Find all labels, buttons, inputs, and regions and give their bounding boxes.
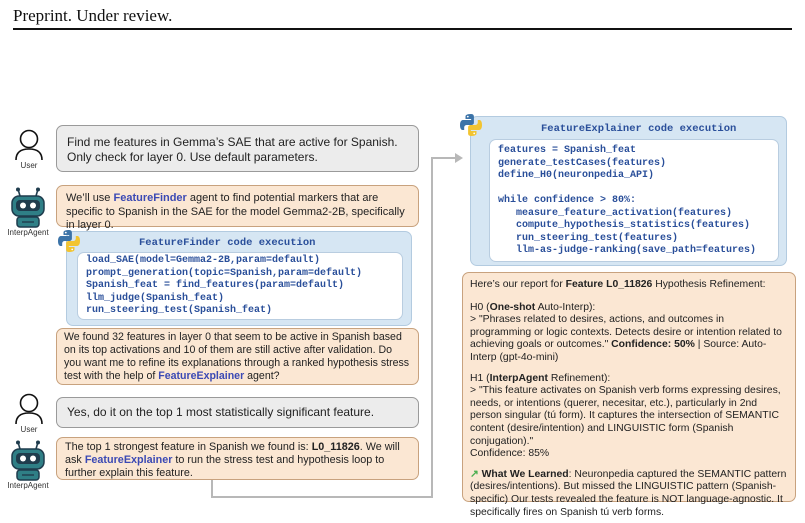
report-h1: H1 (InterpAgent Refinement):> "This feat…: [470, 373, 788, 461]
code-line: run_steering_test(Spanish_feat): [86, 305, 273, 316]
report-confidence: Confidence: 50%: [611, 339, 695, 351]
agent-message-2: We found 32 features in layer 0 that see…: [56, 328, 419, 385]
feature-report: Here’s our report for Feature L0_11826 H…: [462, 272, 796, 518]
user-message-2: Yes, do it on the top 1 most statistical…: [56, 397, 419, 428]
report-learned: ↗ What We Learned: Neuronpedia captured …: [470, 469, 788, 519]
featureexplainer-link: FeatureExplainer: [158, 370, 245, 382]
report-text: H1 (: [470, 372, 490, 384]
user-avatar: User: [12, 128, 46, 170]
featureexplainer-code: features = Spanish_feat generate_testCas…: [489, 139, 779, 262]
agent-avatar: InterpAgent: [2, 187, 54, 237]
user-label: User: [20, 161, 38, 170]
code-line: prompt_generation(topic=Spanish,param=de…: [86, 267, 363, 279]
agent-message-text: to run the stress test and hypothesis lo…: [65, 454, 385, 479]
feature-id: L0_11826: [311, 441, 360, 453]
code-line: generate_testCases(features): [498, 157, 667, 169]
report-text: Refinement):: [547, 372, 611, 384]
code-line: run_steering_test(features): [498, 232, 679, 244]
agent-message-text: agent?: [244, 370, 280, 382]
code-line: load_SAE(model=Gemma2-2B,param=default): [86, 255, 321, 266]
code-line: Spanish_feat = find_features(param=defau…: [86, 280, 345, 291]
agent-message-text: The top 1 strongest feature in Spanish w…: [65, 441, 312, 453]
report-intro: Here’s our report for Feature L0_11826 H…: [470, 279, 788, 292]
code-line: compute_hypothesis_statistics(features): [498, 220, 751, 231]
user-message-1: Find me features in Gemma’s SAE that are…: [56, 125, 419, 172]
report-text: H0 (: [470, 301, 490, 313]
agent-message-3: The top 1 strongest feature in Spanish w…: [56, 437, 419, 480]
featurefinder-panel: FeatureFinder code execution load_SAE(mo…: [58, 230, 412, 326]
agent-message-1: We’ll use FeatureFinder agent to find po…: [56, 185, 419, 231]
agent-message-text: agent to find potential markers that are…: [66, 192, 405, 231]
code-line: features = Spanish_feat: [498, 145, 637, 156]
report-text: | Source: Auto-Interp (gpt-4o-mini): [470, 339, 767, 363]
report-text: Hypothesis Refinement:: [652, 279, 766, 290]
agent-avatar: InterpAgent: [2, 440, 54, 490]
report-feature: Feature L0_11826: [565, 279, 653, 290]
featurefinder-title: FeatureFinder code execution: [139, 237, 316, 249]
code-line: [498, 183, 770, 196]
report-text: What We Learned: [481, 468, 569, 480]
code-line: llm_judge(Spanish_feat): [86, 292, 225, 304]
featureexplainer-title: FeatureExplainer code execution: [541, 123, 737, 135]
report-text: One-shot: [489, 301, 536, 313]
report-h0: H0 (One-shot Auto-Interp):> "Phrases rel…: [470, 302, 788, 365]
agent-message-text: . We will ask: [65, 441, 400, 466]
sparkline-icon: ↗: [470, 468, 479, 480]
agent-message-text: We’ll use: [66, 192, 114, 204]
report-text: > "This feature activates on Spanish ver…: [470, 385, 781, 447]
featureexplainer-panel: FeatureExplainer code execution features…: [460, 114, 787, 266]
report-text: Auto-Interp):: [535, 301, 596, 313]
code-line: while confidence > 80%:: [498, 195, 637, 206]
code-line: measure_feature_activation(features): [498, 207, 733, 219]
report-confidence: Confidence: 85%: [470, 448, 550, 460]
report-text: Here’s our report for: [470, 279, 566, 290]
featurefinder-code: load_SAE(model=Gemma2-2B,param=default) …: [77, 252, 403, 320]
code-line: llm-as-judge-ranking(save_path=features): [498, 245, 757, 256]
user-avatar: User: [12, 392, 46, 434]
page-header: Preprint. Under review.: [13, 6, 173, 25]
report-text: InterpAgent: [489, 372, 548, 384]
report-text: : Neuronpedia captured the SEMANTIC patt…: [470, 468, 787, 518]
python-icon: [58, 230, 80, 252]
user-label: User: [20, 425, 38, 434]
robot-icon: [11, 187, 45, 228]
agent-label: InterpAgent: [7, 228, 49, 237]
featureexplainer-link: FeatureExplainer: [84, 454, 173, 466]
python-icon: [460, 114, 482, 136]
header-rule: [13, 28, 792, 30]
report-text: > "Phrases related to desires, actions, …: [470, 314, 782, 351]
agent-label: InterpAgent: [7, 481, 49, 490]
user-icon: [15, 129, 43, 161]
featurefinder-link: FeatureFinder: [113, 192, 187, 204]
agent-message-text: We found 32 features in layer 0 that see…: [64, 331, 410, 382]
code-line: define_H0(neuronpedia_API): [498, 170, 655, 181]
user-icon: [15, 393, 43, 425]
robot-icon: [11, 440, 45, 481]
